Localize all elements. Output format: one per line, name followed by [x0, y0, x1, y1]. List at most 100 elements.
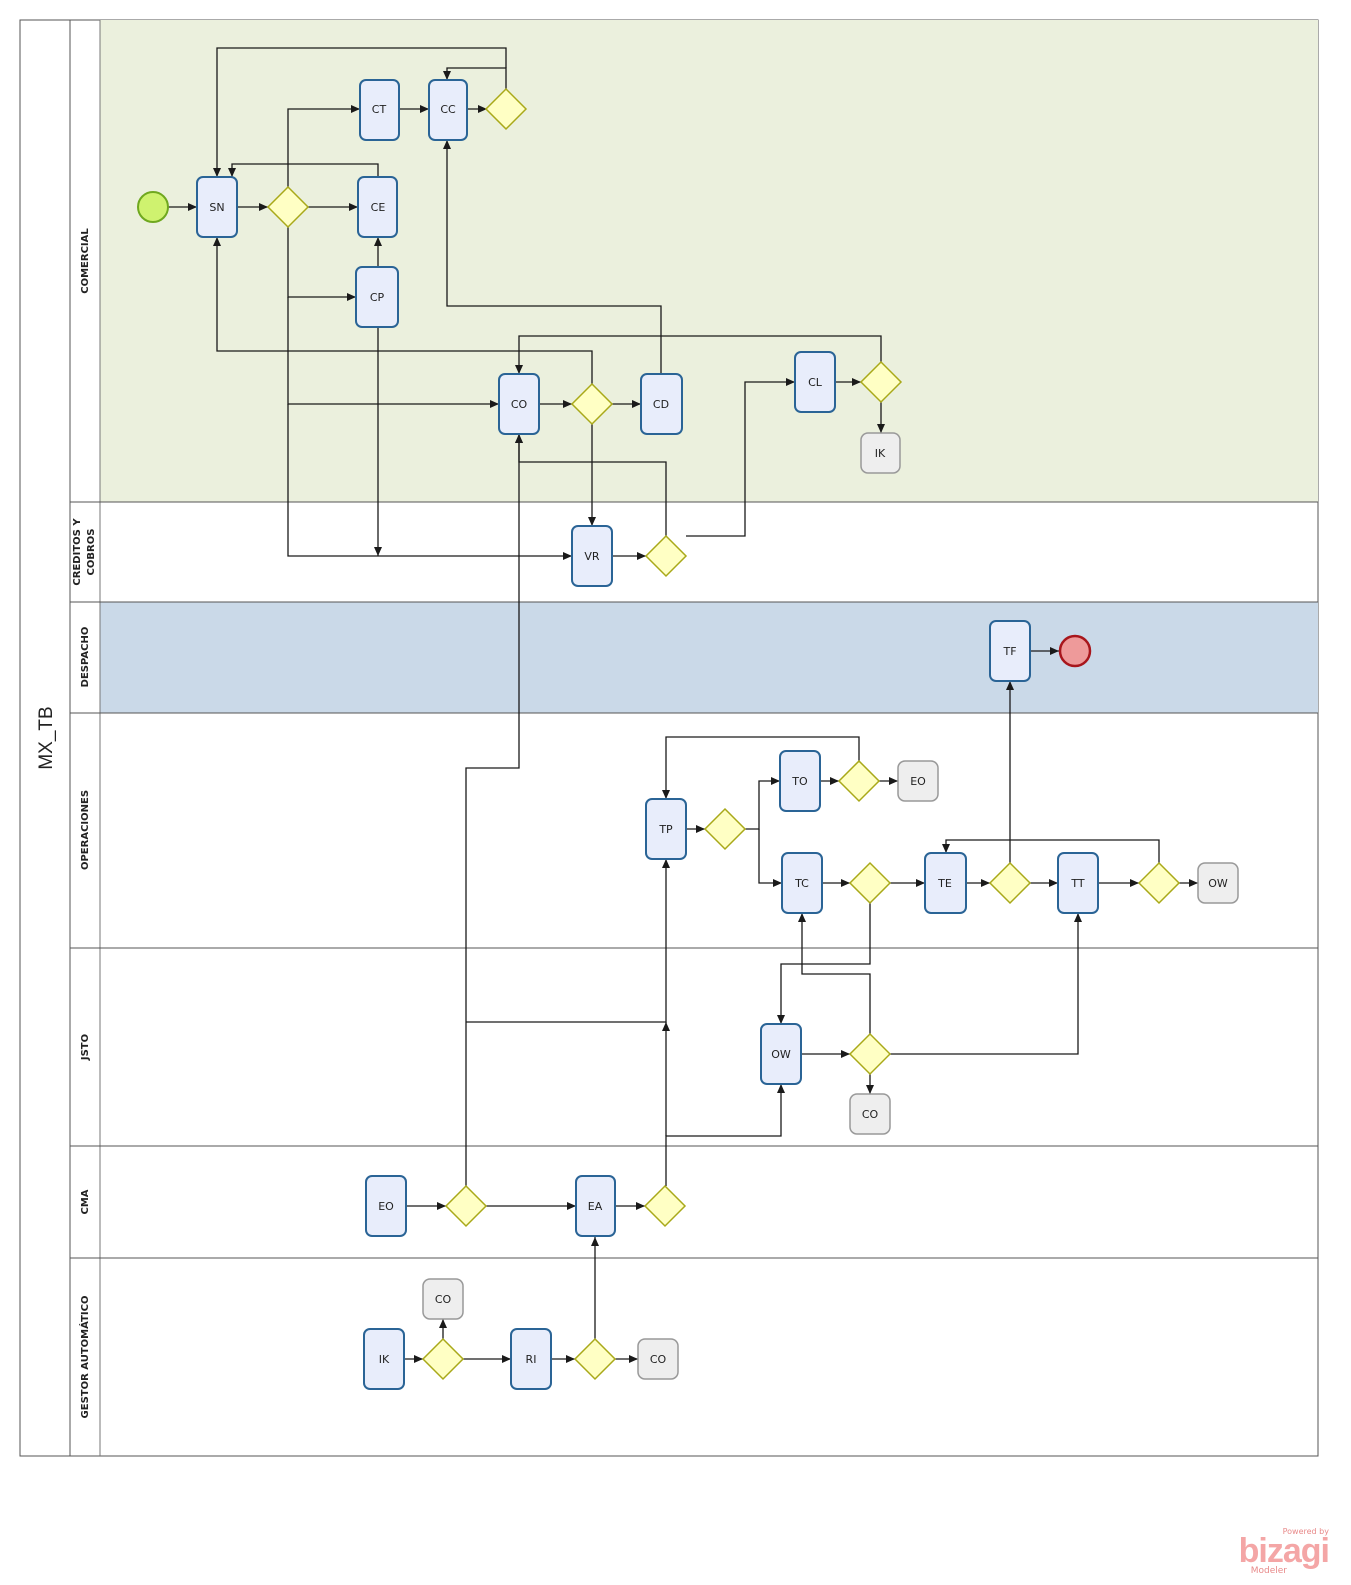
task-tf[interactable]: TF [989, 620, 1031, 682]
task-te[interactable]: TE [924, 852, 967, 914]
task-ik[interactable]: IK [363, 1328, 405, 1390]
link-ow-operaciones[interactable]: OW [1197, 862, 1239, 904]
task-eo[interactable]: EO [365, 1175, 407, 1237]
lane-despacho-bg [100, 602, 1318, 713]
link-co-gestor-top-label: CO [435, 1293, 452, 1306]
task-cl[interactable]: CL [794, 351, 836, 413]
link-eo-label: EO [910, 775, 926, 788]
link-co-jsto-label: CO [862, 1108, 879, 1121]
flow-g8-ow [777, 903, 871, 1024]
flow-g1-ct [287, 105, 360, 187]
flow-cd-cc [443, 140, 662, 374]
gateway-after-te[interactable] [988, 861, 1032, 905]
link-co-jsto[interactable]: CO [849, 1093, 891, 1135]
task-vr-label: VR [584, 550, 600, 563]
lane-label-gestor: GESTOR AUTOMÁTICO [78, 1296, 91, 1419]
task-ce-label: CE [371, 201, 386, 214]
gateway-after-tc[interactable] [848, 861, 892, 905]
link-ik-comercial[interactable]: IK [860, 432, 901, 474]
task-ow[interactable]: OW [760, 1023, 802, 1085]
task-tc[interactable]: TC [781, 852, 823, 914]
flow-g7-tp [662, 736, 860, 799]
task-co[interactable]: CO [498, 373, 540, 435]
gateway-after-tp[interactable] [703, 807, 747, 851]
gateway-after-vr[interactable] [644, 534, 688, 578]
link-co-gestor-right[interactable]: CO [637, 1338, 679, 1380]
task-cd-label: CD [653, 398, 669, 411]
watermark-product: Modeler [1250, 1566, 1287, 1576]
task-to-label: TO [791, 775, 808, 788]
gateway-after-eo[interactable] [444, 1184, 488, 1228]
task-tt-label: TT [1070, 877, 1085, 890]
flow-g3-sn [213, 237, 593, 384]
flow-g2-sn [213, 47, 507, 177]
gateway-after-ea[interactable] [643, 1184, 687, 1228]
link-eo-operaciones[interactable]: EO [897, 760, 939, 802]
task-cc[interactable]: CC [428, 79, 468, 141]
task-ri-label: RI [526, 1353, 537, 1366]
task-cp[interactable]: CP [355, 266, 399, 328]
task-ct-label: CT [372, 103, 387, 116]
flow-g1-vr [287, 404, 572, 560]
task-co-label: CO [511, 398, 528, 411]
lane-label-operaciones: OPERACIONES [80, 790, 91, 870]
gateway-after-tt[interactable] [1137, 861, 1181, 905]
task-tp-label: TP [658, 823, 673, 836]
lane-label-despacho: DESPACHO [80, 627, 91, 688]
task-ce[interactable]: CE [357, 176, 398, 238]
gateway-after-ow[interactable] [848, 1032, 892, 1076]
task-tf-label: TF [1002, 645, 1016, 658]
lane-label-creditos-line1: CREDITOS Y [72, 518, 83, 586]
bizagi-watermark: Powered by bizagi Modeler [1229, 1527, 1330, 1576]
gateway-after-sn[interactable] [266, 185, 310, 229]
link-co-gestor-right-label: CO [650, 1353, 667, 1366]
link-ow-label: OW [1208, 877, 1228, 890]
start-event[interactable] [137, 191, 169, 223]
flow-g12-co [465, 434, 523, 1186]
task-cp-label: CP [370, 291, 385, 304]
watermark-powered: Powered by [1282, 1527, 1329, 1536]
flow-ce-sn [228, 163, 379, 177]
gateway-after-to[interactable] [837, 759, 881, 803]
link-ik-label: IK [875, 447, 886, 460]
sequence-flows [168, 47, 1198, 1363]
flow-g11-tt [890, 913, 1082, 1055]
flow-g6-tc [758, 829, 782, 887]
task-vr[interactable]: VR [571, 525, 613, 587]
task-tt[interactable]: TT [1057, 852, 1099, 914]
link-co-gestor-top[interactable]: CO [422, 1278, 464, 1320]
gateway-after-cl[interactable] [859, 360, 903, 404]
flow-g4-cl [686, 378, 795, 537]
gateway-after-co[interactable] [570, 382, 614, 426]
watermark-brand-logo: bizagi [1238, 1532, 1330, 1570]
task-eo-label: EO [378, 1200, 394, 1213]
lane-label-cma: CMA [80, 1189, 91, 1214]
task-tc-label: TC [794, 877, 809, 890]
task-sn-label: SN [209, 201, 224, 214]
lane-label-jsto: JSTO [80, 1034, 91, 1061]
gateways [266, 87, 1181, 1381]
task-ea[interactable]: EA [575, 1175, 616, 1237]
task-to[interactable]: TO [779, 750, 821, 812]
lane-comercial-bg [100, 20, 1318, 502]
link-events: IK EO OW CO CO CO [422, 432, 1239, 1380]
end-event[interactable] [1058, 634, 1092, 668]
lane-labels: COMERCIAL CREDITOS Y COBROS DESPACHO OPE… [72, 228, 97, 1419]
task-ri[interactable]: RI [510, 1328, 552, 1390]
task-sn[interactable]: SN [196, 176, 238, 238]
task-cl-label: CL [808, 376, 823, 389]
gateway-after-ri[interactable] [573, 1337, 617, 1381]
gateway-after-cc[interactable] [484, 87, 528, 131]
flow-g11-tc [798, 913, 871, 1034]
flow-g6-to [745, 777, 780, 830]
task-te-label: TE [937, 877, 952, 890]
task-tp[interactable]: TP [645, 798, 687, 860]
task-cd[interactable]: CD [640, 373, 683, 435]
lane-label-comercial: COMERCIAL [80, 228, 91, 294]
pool-title: MX_TB [36, 706, 57, 769]
gateway-after-ik[interactable] [421, 1337, 465, 1381]
task-ea-label: EA [588, 1200, 603, 1213]
tasks: SN CT CC CE CP CO CD CL VR TF TP TO TC T… [196, 79, 1099, 1390]
task-ct[interactable]: CT [359, 79, 400, 141]
